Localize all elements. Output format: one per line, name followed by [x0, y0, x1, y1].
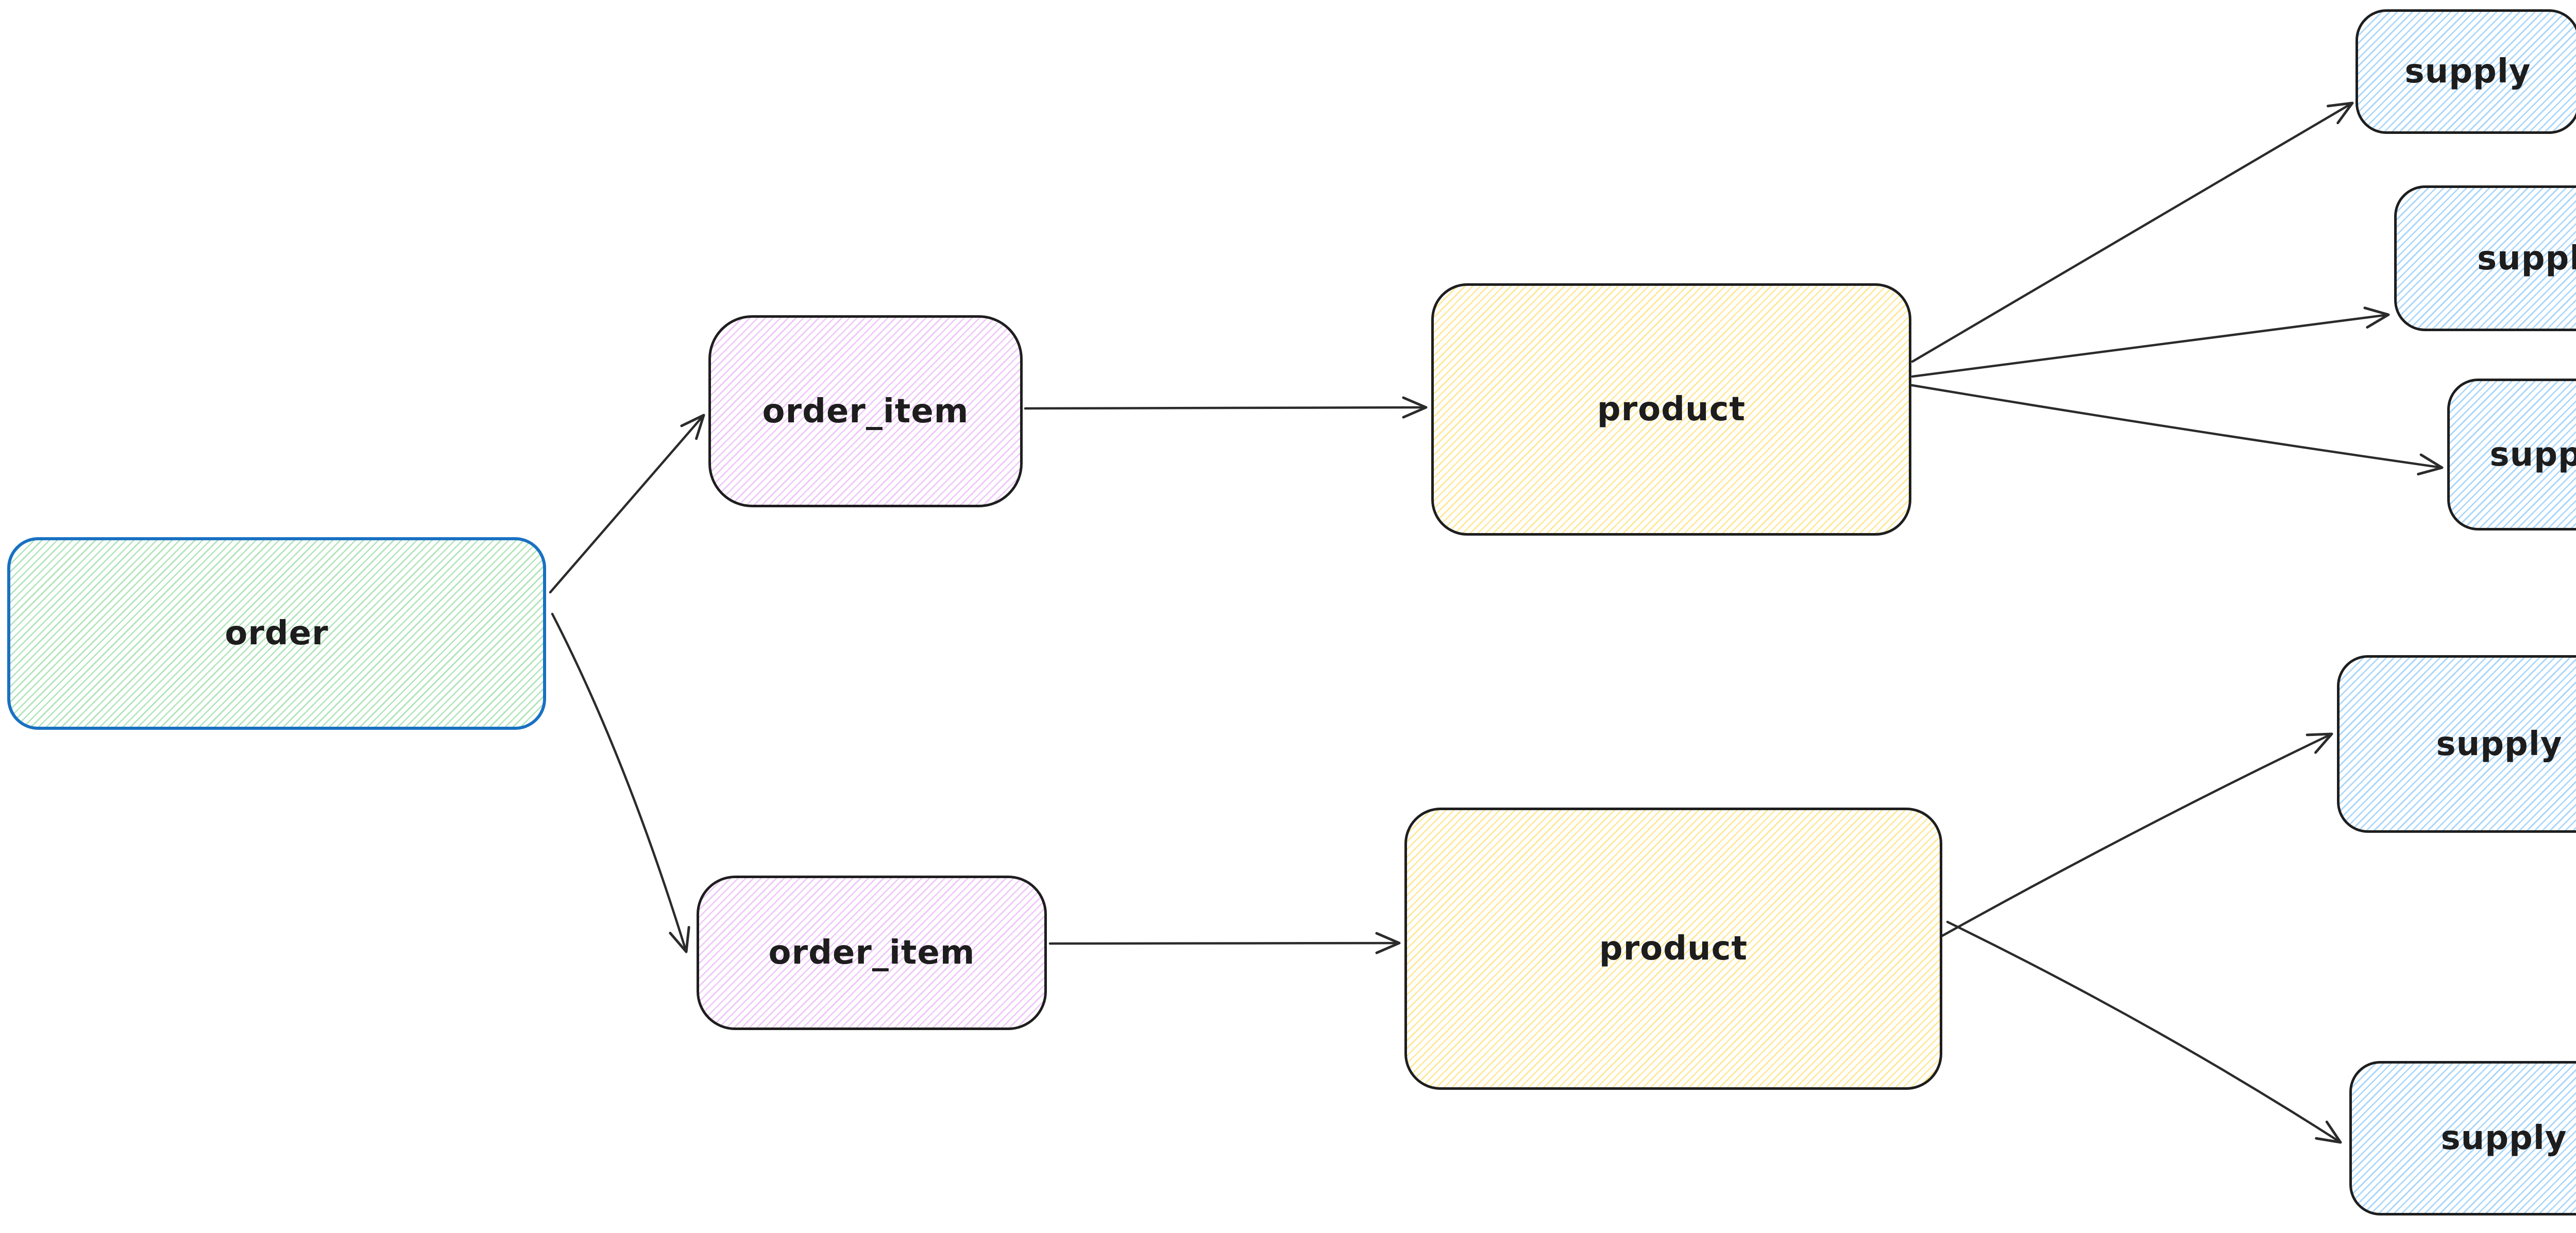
arrow-order-item-1-to-product-1[interactable]: [1024, 396, 1428, 419]
node-label: supply: [2436, 725, 2563, 763]
arrow-product-1-to-supply-1[interactable]: [1911, 101, 2354, 363]
arrow-product-1-to-supply-3[interactable]: [1910, 384, 2444, 476]
arrow-product-1-to-supply-2[interactable]: [1911, 306, 2390, 378]
node-label: supply: [2404, 53, 2531, 91]
arrow-order-to-order-item-1[interactable]: [549, 414, 705, 594]
node-label: supply: [2477, 239, 2576, 278]
node-label: product: [1599, 930, 1748, 968]
arrow-product-2-to-supply-4[interactable]: [1940, 732, 2333, 938]
node-supply-5[interactable]: supply: [2349, 1061, 2576, 1215]
arrow-product-2-to-supply-5[interactable]: [1946, 920, 2342, 1144]
node-product-2[interactable]: product: [1404, 808, 1942, 1090]
node-order[interactable]: order: [7, 537, 546, 730]
node-supply-4[interactable]: supply: [2337, 655, 2576, 833]
node-supply-3[interactable]: supply: [2447, 379, 2576, 530]
node-order-item-2[interactable]: order_item: [697, 876, 1047, 1030]
node-order-item-1[interactable]: order_item: [708, 315, 1023, 507]
node-label: order_item: [768, 934, 975, 972]
node-supply-2[interactable]: supply: [2394, 185, 2576, 331]
node-label: order: [225, 614, 329, 653]
node-label: product: [1597, 390, 1746, 429]
node-label: supply: [2489, 435, 2576, 474]
node-label: supply: [2441, 1119, 2567, 1157]
arrow-order-item-2-to-product-2[interactable]: [1048, 932, 1401, 954]
node-label: order_item: [762, 392, 969, 431]
node-product-1[interactable]: product: [1431, 283, 1911, 536]
arrow-order-to-order-item-2[interactable]: [551, 612, 690, 953]
node-supply-1[interactable]: supply: [2355, 9, 2576, 134]
